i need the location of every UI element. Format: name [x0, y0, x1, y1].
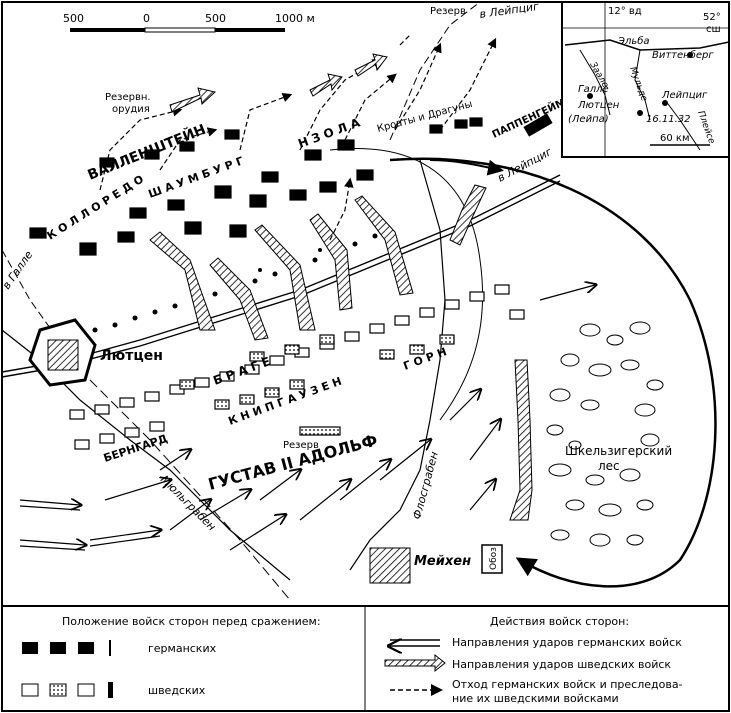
legend-retreat-2: ние их шведскими войсками — [452, 692, 619, 705]
swedish-attack-arrows — [19, 285, 595, 550]
legend-swedish-attacks: Направления ударов шведских войск — [452, 658, 671, 671]
scale-tick-500-left: 500 — [63, 12, 84, 25]
scale-bar: 500 0 500 1000 м — [63, 12, 315, 33]
scale-tick-0: 0 — [143, 12, 150, 25]
forest — [546, 321, 664, 547]
label-horn: Г О Р Н — [402, 345, 449, 373]
scale-tick-500: 500 — [205, 12, 226, 25]
inset-leipzig: Лейпциг — [661, 90, 708, 101]
flossgraben-stream — [349, 159, 446, 571]
inset-date: 16.11.32 — [646, 114, 691, 125]
label-reserve-top: Резерв — [430, 6, 466, 17]
forest-arrow — [429, 159, 504, 176]
german-attack-arrows — [149, 184, 533, 521]
label-forest-2: лес — [598, 459, 620, 473]
road-halle — [1, 249, 56, 336]
top-pursuit-arrows — [169, 53, 388, 113]
legend-left-title: Положение войск сторон перед сражением: — [62, 615, 321, 628]
german-units — [29, 113, 553, 256]
legend-right-title: Действия войск сторон: — [490, 615, 629, 628]
label-brage: Б Р А Г Е — [211, 354, 272, 388]
inset-wittenberg: Виттенберг — [652, 49, 714, 61]
scale-tick-1000: 1000 м — [275, 12, 315, 25]
inset-scale: 60 км — [660, 133, 690, 144]
swedish-units — [69, 284, 525, 450]
label-road-halle: в Галле — [0, 248, 36, 291]
retreat-arrows — [99, 34, 497, 241]
label-croats: Кроаты и Драгуны — [376, 99, 474, 135]
inset-lutzen: Лютцен — [577, 100, 620, 111]
label-meichen: Мейхен — [414, 554, 471, 569]
baggage-train — [481, 544, 503, 574]
inset-parallel-1: 52° — [703, 12, 721, 23]
legend: Положение войск сторон перед сражением: … — [21, 606, 683, 711]
legend-swedish: шведских — [148, 684, 206, 697]
meichen-village — [369, 547, 411, 584]
inset-lutzen-2: (Лейпа) — [568, 114, 609, 125]
label-flossgraben: Флосграбен — [410, 450, 441, 521]
german-position-outline — [329, 148, 484, 421]
label-reserve-guns-1: Резервн. — [105, 92, 151, 103]
road-south — [89, 379, 291, 601]
swedish-flank-arrow — [389, 157, 717, 588]
inset-parallel-2: сш — [706, 24, 721, 35]
label-oboz: Обоз — [489, 547, 499, 570]
inset-halle: Галле — [578, 84, 609, 95]
inset-map: 12° вд 52° сш Эльба Виттенберг Заале Мул… — [561, 1, 730, 158]
label-reserve-guns-2: орудия — [112, 104, 150, 115]
legend-retreat-1: Отход германских войск и преследова- — [452, 678, 683, 691]
inset-meridian: 12° вд — [608, 6, 642, 17]
label-forest: Шкельзигерский — [565, 444, 672, 458]
label-reserve-swedish: Резерв — [283, 440, 319, 451]
label-road-leipzig-top: в Лейпциг — [479, 0, 540, 21]
label-lutzen: Лютцен — [100, 348, 163, 364]
legend-german: германских — [148, 642, 217, 655]
inset-elbe: Эльба — [617, 35, 650, 47]
lutzen-town — [28, 318, 97, 387]
legend-german-attacks: Направления ударов германских войск — [452, 636, 682, 649]
